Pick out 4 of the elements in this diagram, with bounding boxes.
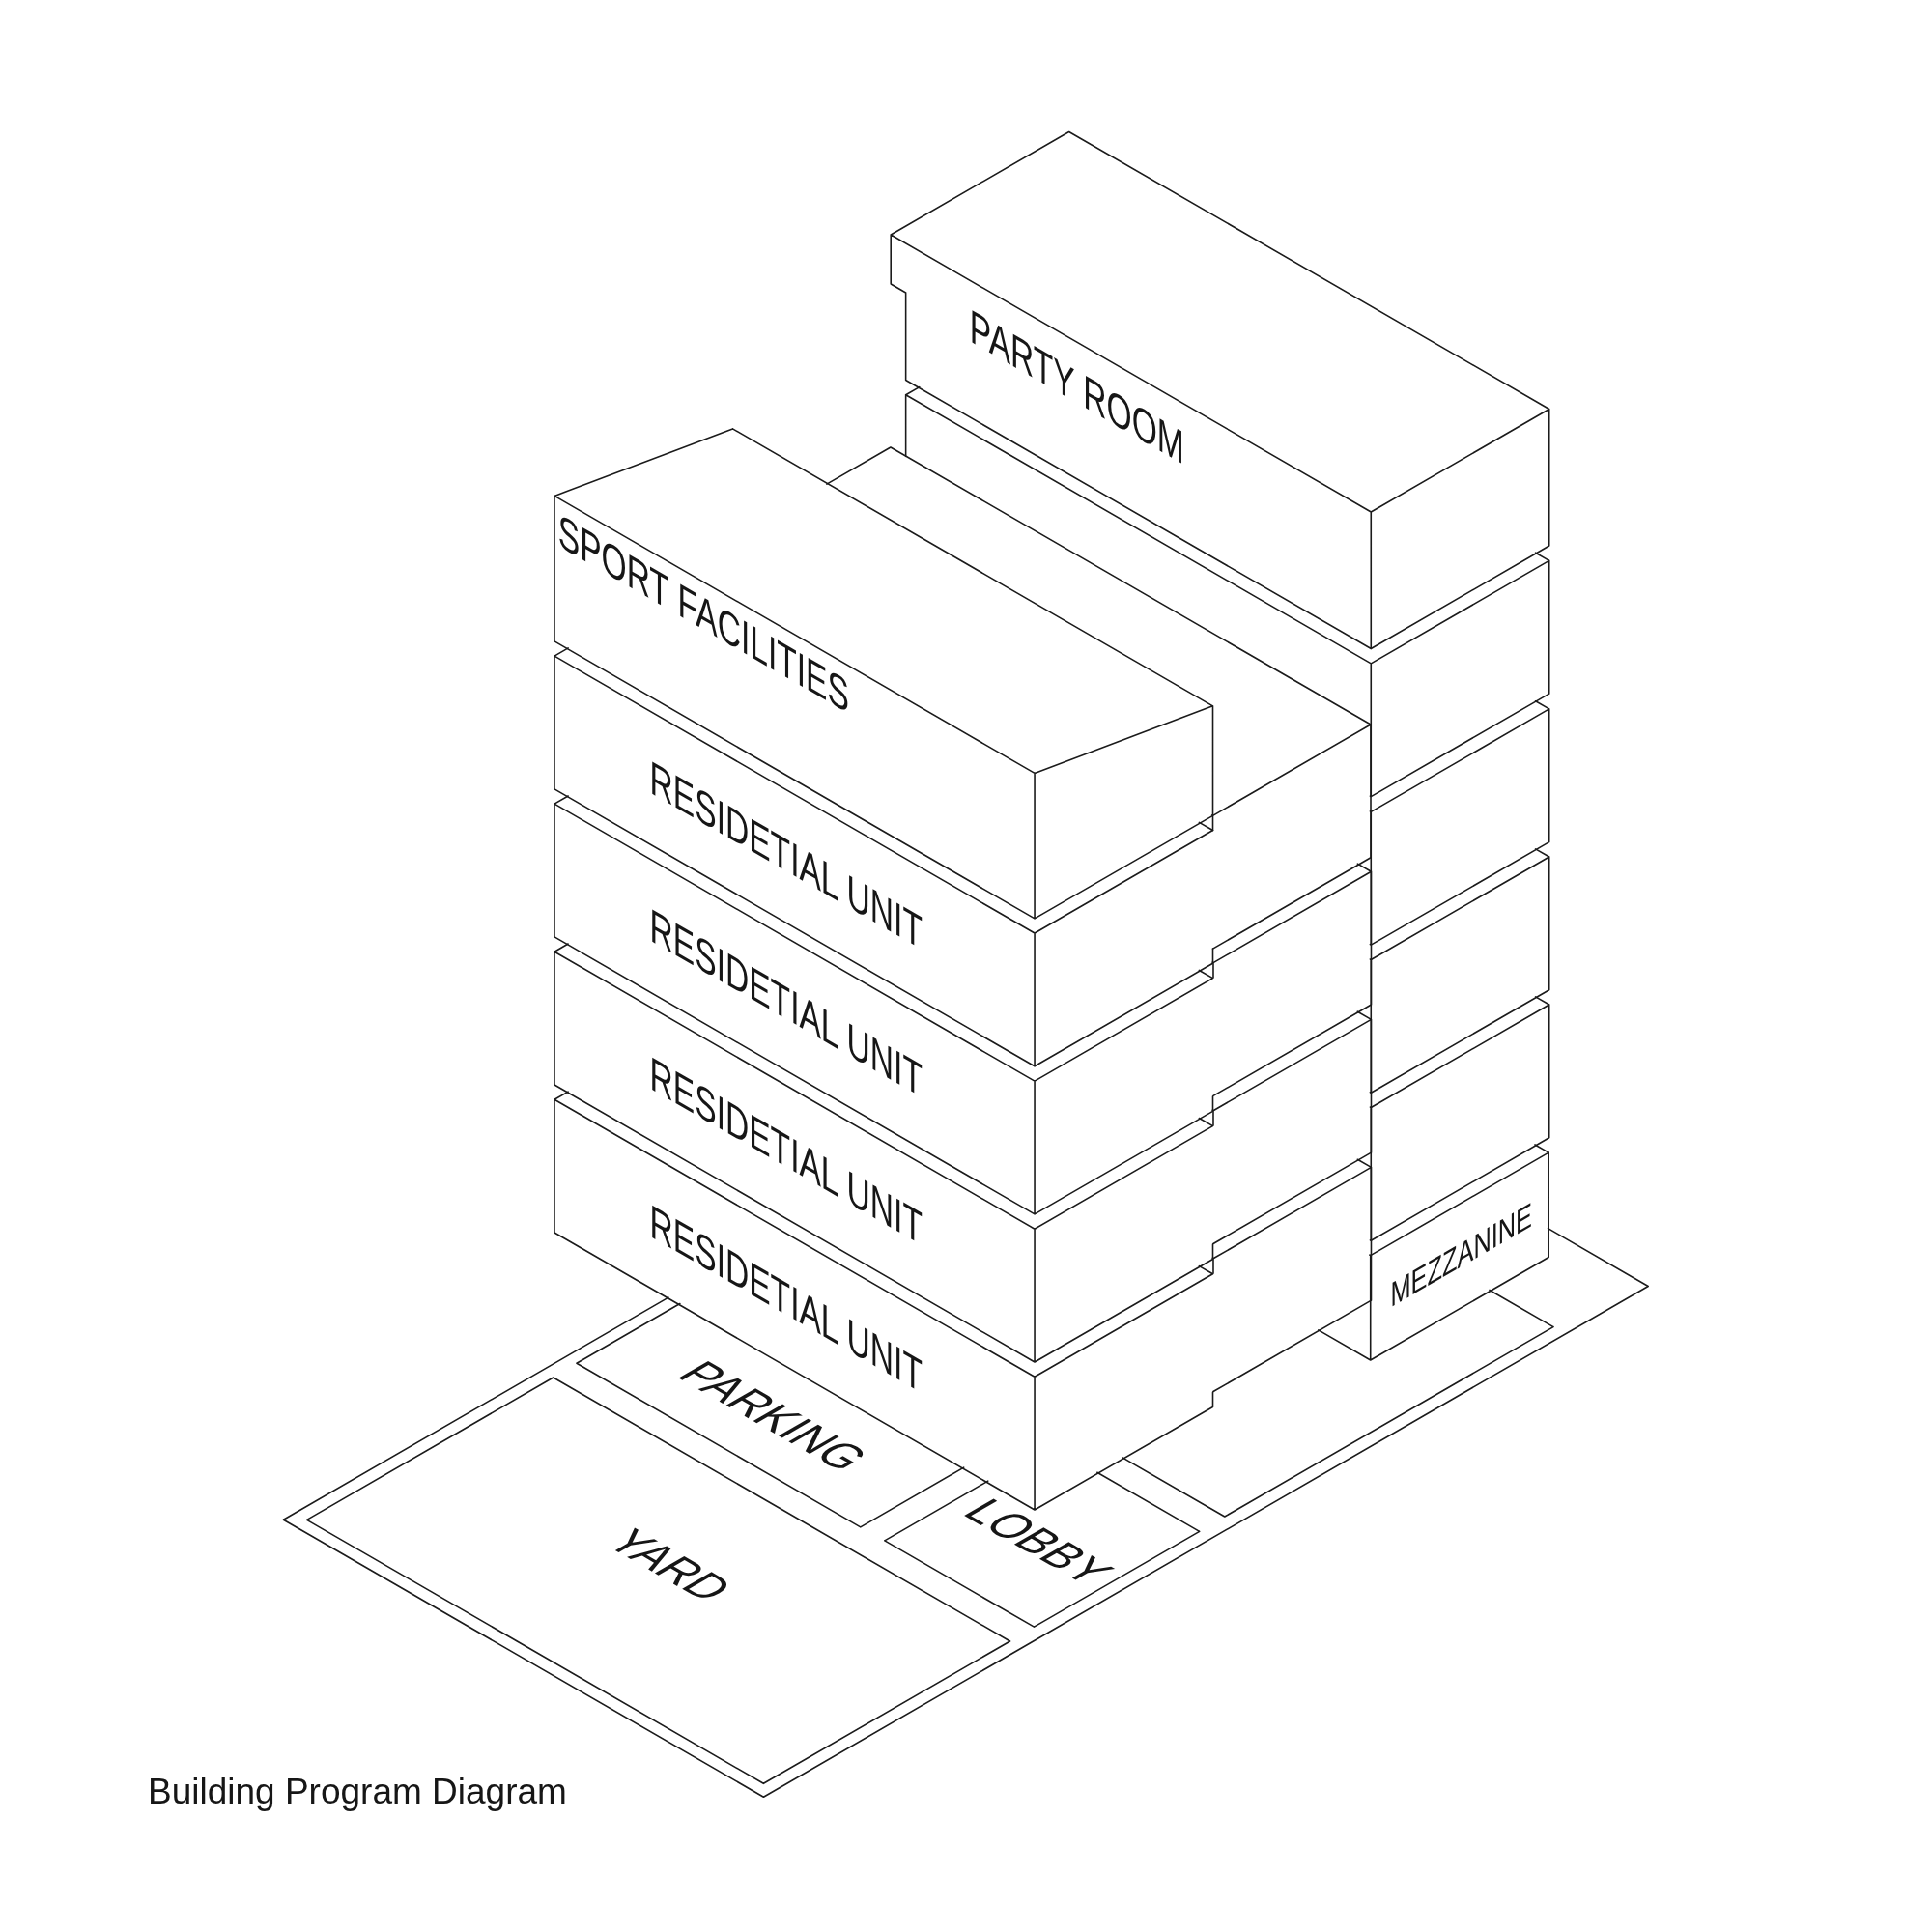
zone-label: YARD (597, 1522, 742, 1606)
room-label: PARTY ROOM (970, 301, 1185, 472)
diagram-caption: Building Program Diagram (148, 1771, 567, 1813)
zone-label: LOBBY (954, 1492, 1123, 1590)
